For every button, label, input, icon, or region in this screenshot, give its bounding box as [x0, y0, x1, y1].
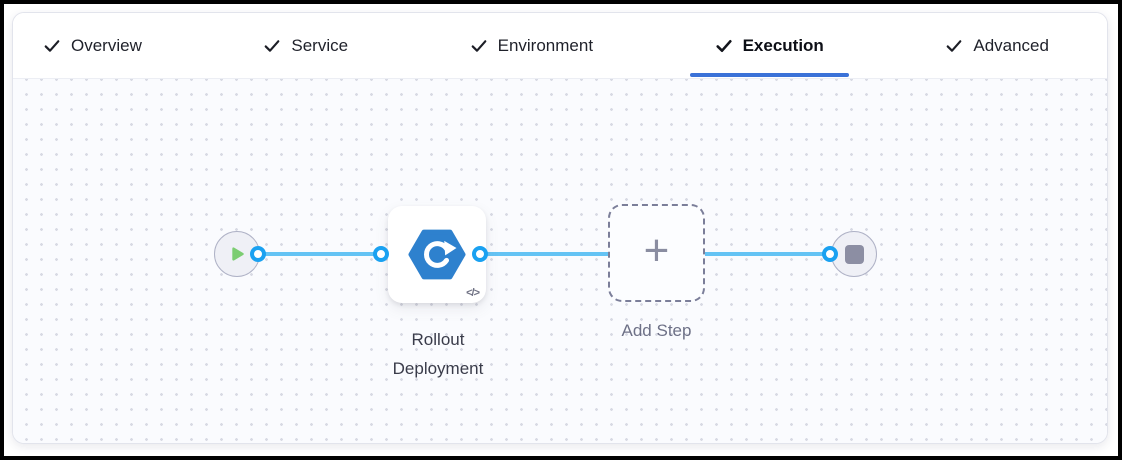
check-icon: [946, 39, 962, 52]
connection-point: [472, 246, 488, 262]
connection-point: [822, 246, 838, 262]
code-icon: </>: [466, 287, 480, 299]
play-icon: [232, 247, 244, 261]
tab-label: Environment: [497, 35, 594, 55]
stop-icon: [844, 244, 864, 264]
step-node-rollout-deployment[interactable]: </>: [388, 206, 486, 303]
tab-label: Overview: [71, 35, 142, 55]
connection-point: [250, 246, 266, 262]
check-icon: [715, 39, 732, 52]
add-step-label: Add Step: [621, 321, 692, 340]
tab-label: Execution: [742, 35, 824, 55]
add-step-button[interactable]: +: [608, 204, 705, 302]
tab-environment[interactable]: Environment: [440, 13, 623, 78]
tab-overview[interactable]: Overview: [13, 13, 172, 78]
tab-execution[interactable]: Execution: [685, 13, 854, 78]
check-icon: [471, 39, 486, 52]
tab-advanced[interactable]: Advanced: [915, 13, 1079, 78]
stage-config-panel: Overview Service Environment Execution A…: [12, 12, 1108, 444]
plus-icon: +: [643, 226, 670, 275]
step-label: Rollout Deployment: [392, 330, 484, 378]
check-icon: [265, 39, 280, 52]
rollout-deployment-icon: [408, 229, 466, 280]
pipeline-connector-line: [257, 252, 833, 256]
tab-service[interactable]: Service: [233, 13, 378, 78]
execution-graph-canvas[interactable]: </> + Rollout Deployment Add Step: [13, 79, 1107, 443]
check-icon: [44, 39, 60, 52]
tab-label: Advanced: [973, 35, 1049, 55]
connection-point: [373, 246, 389, 262]
pipeline-end-node: [831, 231, 877, 277]
tab-label: Service: [291, 35, 349, 55]
stage-tabbar: Overview Service Environment Execution A…: [13, 13, 1107, 79]
